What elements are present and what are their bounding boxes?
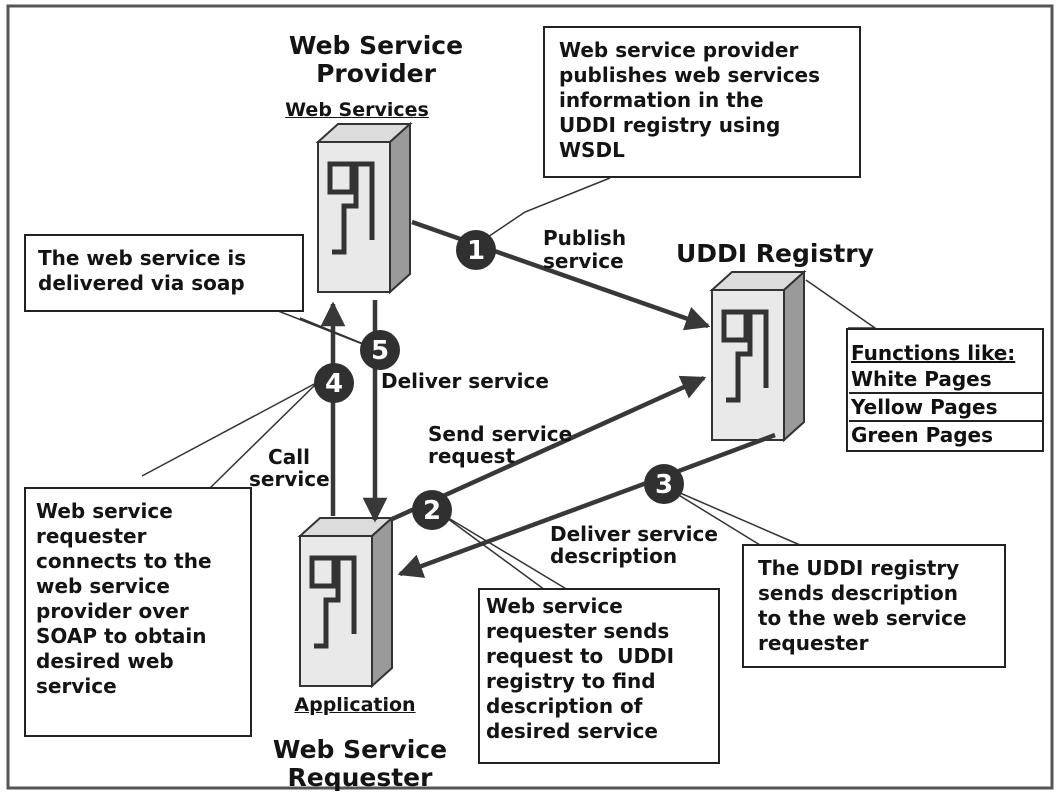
requester-title-line2: Requester	[287, 763, 433, 792]
provider-server	[318, 124, 410, 292]
function-yellow-pages: Yellow Pages	[849, 394, 1043, 422]
step-5-badge: 5	[360, 330, 400, 370]
functions-box	[846, 328, 1044, 452]
provider-title: Web Service Provider	[260, 32, 492, 88]
function-green-pages: Green Pages	[851, 423, 994, 447]
label-publish-service: Publish service	[543, 226, 627, 273]
note-delivered: The web service is delivered via soap	[24, 234, 304, 312]
label-deliver-service: Deliver service	[381, 369, 549, 393]
requester-subtitle: Application	[294, 694, 416, 716]
note-sends-request: Web service requester sends request to U…	[478, 588, 720, 764]
svg-text:5: 5	[371, 336, 389, 366]
requester-title: Web Service Requester	[244, 736, 476, 792]
provider-subtitle: Web Services	[285, 99, 429, 121]
registry-server	[712, 272, 804, 440]
step-3-badge: 3	[644, 464, 684, 504]
functions-heading: Functions like:	[851, 341, 1016, 365]
step-4-badge: 4	[314, 363, 354, 403]
requester-title-line1: Web Service	[272, 735, 448, 764]
callout-tail-publish	[475, 177, 611, 246]
requester-server	[300, 518, 392, 686]
label-deliver-service-description: Deliver service description	[550, 522, 718, 568]
note-sends-description: The UDDI registry sends description to t…	[742, 544, 1006, 668]
note-connects: Web service requester connects to the we…	[24, 487, 252, 737]
svg-text:2: 2	[423, 496, 441, 526]
function-white-pages: White Pages	[849, 366, 1043, 394]
provider-title-line1: Web Service	[288, 31, 464, 60]
label-send-service-request: Send service request	[428, 422, 573, 468]
step-2-badge: 2	[412, 490, 452, 530]
provider-title-line2: Provider	[316, 59, 436, 88]
registry-title: UDDI Registry	[676, 239, 874, 268]
svg-text:1: 1	[467, 236, 485, 266]
callout-tail-functions	[805, 279, 878, 329]
svg-text:3: 3	[655, 470, 673, 500]
svg-text:4: 4	[325, 369, 343, 399]
outer-border	[6, 4, 1054, 790]
note-publish: Web service provider publishes web servi…	[543, 26, 861, 178]
step-1-badge: 1	[456, 230, 496, 270]
label-call-service: Call service	[249, 445, 330, 491]
